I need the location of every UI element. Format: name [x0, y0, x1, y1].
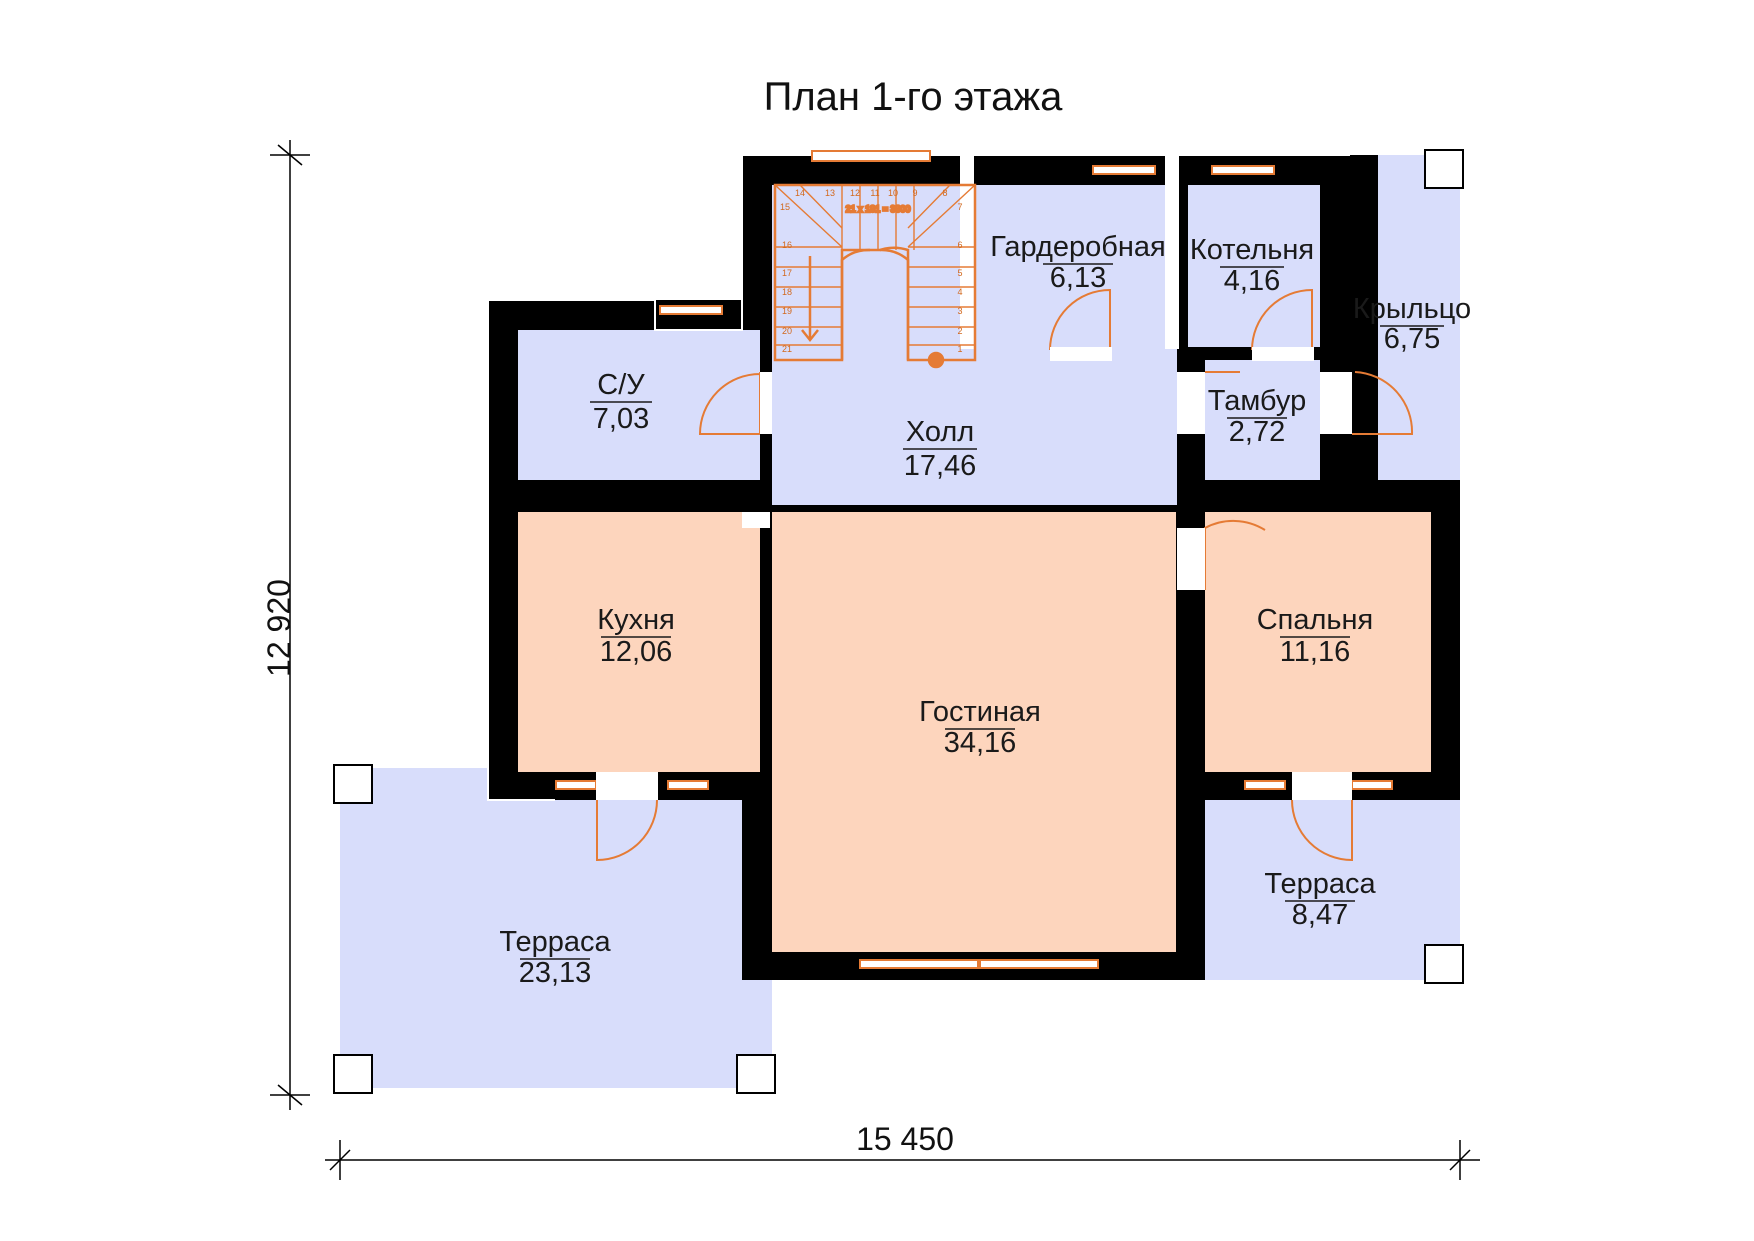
stair-start-marker	[927, 351, 945, 369]
stair-step-13: 13	[825, 188, 835, 198]
stair-step-17: 17	[782, 268, 792, 278]
stair-step-5: 5	[957, 268, 962, 278]
dimension-width: 15 450	[856, 1121, 954, 1157]
boiler-name: Котельня	[1190, 234, 1314, 266]
living-interior	[772, 512, 1176, 952]
stair-step-1: 1	[957, 344, 962, 354]
terrace-small-name: Терраса	[1264, 868, 1376, 900]
window-stair	[811, 150, 931, 162]
tambur-area: 2,72	[1229, 416, 1285, 448]
cold-zones	[340, 155, 1460, 1088]
stair-step-21: 21	[782, 344, 792, 354]
door-kitchen	[596, 799, 658, 862]
porch-name: Крыльцо	[1353, 293, 1471, 325]
su-area: 7,03	[593, 403, 649, 435]
kitchen-interior	[518, 512, 760, 772]
boiler-interior	[1188, 185, 1320, 347]
window-kitchen-1	[555, 780, 597, 790]
window-boiler	[1211, 165, 1275, 175]
stair-step-8: 8	[942, 188, 947, 198]
stair-step-7: 7	[957, 202, 962, 212]
stair-step-16: 16	[782, 240, 792, 250]
stair-step-15: 15	[780, 202, 790, 212]
dimension-horizontal	[325, 1140, 1480, 1180]
su-name: С/У	[597, 369, 645, 401]
stair-step-14: 14	[795, 188, 805, 198]
stair-formula: 21 x 181 = 3800	[846, 204, 911, 214]
door-tambur-porch	[1352, 371, 1414, 435]
stair-step-18: 18	[782, 287, 792, 297]
wardrobe-interior	[980, 185, 1177, 347]
window-living-1	[859, 959, 979, 969]
stair-step-2: 2	[957, 326, 962, 336]
bedroom-interior	[1205, 512, 1431, 772]
plan-title: План 1-го этажа	[764, 75, 1064, 119]
tambur-name: Тамбур	[1208, 385, 1306, 417]
stair-step-19: 19	[782, 306, 792, 316]
boiler-area: 4,16	[1224, 265, 1280, 297]
dimension-vertical	[270, 140, 310, 1110]
stair-step-4: 4	[957, 287, 962, 297]
wall-white-gaps	[742, 155, 1179, 528]
dimension-height: 12 920	[261, 579, 297, 677]
column-terrace-big-top-left	[333, 764, 373, 804]
wardrobe-area: 6,13	[1050, 262, 1106, 294]
stair-inner	[840, 248, 910, 360]
door-wardrobe	[1049, 288, 1111, 351]
window-su	[659, 305, 723, 315]
terrace-small-area	[1205, 800, 1460, 980]
wardrobe-name: Гардеробная	[990, 231, 1165, 263]
column-terrace-small	[1424, 944, 1464, 984]
hall-name: Холл	[906, 416, 974, 448]
window-bedroom-2	[1351, 780, 1393, 790]
terrace-small-area-text: 8,47	[1292, 899, 1348, 931]
kitchen-name: Кухня	[597, 604, 675, 636]
stair-step-12: 12	[850, 188, 860, 198]
stair-step-6: 6	[957, 240, 962, 250]
stair-numbers: 1 2 3 4 5 6 7 8 9 10 11 12 13 14 15 16 1…	[780, 188, 963, 354]
bedroom-name: Спальня	[1257, 604, 1374, 636]
windows	[555, 150, 1393, 969]
column-terrace-big-bottom-left	[333, 1054, 373, 1094]
door-bedroom	[1204, 519, 1266, 590]
room-labels: С/У 7,03 Холл 17,46 Гардеробная 6,13 Кот…	[499, 231, 1471, 989]
porch-area-text: 6,75	[1384, 323, 1440, 355]
terrace-big-name: Терраса	[499, 926, 611, 958]
stair-treads	[774, 184, 976, 346]
su-interior	[518, 330, 760, 480]
terrace-big-area	[340, 768, 772, 1088]
terrace-big-area-text: 23,13	[519, 957, 592, 989]
stair-step-3: 3	[957, 306, 962, 316]
column-terrace-big-bottom-right	[736, 1054, 776, 1094]
window-living-2	[979, 959, 1099, 969]
bedroom-area: 11,16	[1280, 636, 1350, 668]
stair-step-9: 9	[912, 188, 917, 198]
window-bedroom-1	[1244, 780, 1286, 790]
columns	[333, 149, 1464, 1094]
window-kitchen-2	[667, 780, 709, 790]
window-wardrobe	[1092, 165, 1156, 175]
tambur-interior	[1205, 360, 1320, 480]
door-terrace-small	[1291, 799, 1353, 862]
door-boiler	[1251, 288, 1313, 351]
column-porch	[1424, 149, 1464, 189]
living-name: Гостиная	[919, 696, 1041, 728]
hall-area: 17,46	[904, 450, 977, 482]
door-openings	[596, 347, 1352, 800]
staircase: 21 x 181 = 3800	[773, 183, 977, 369]
stair-arrowhead	[801, 329, 819, 343]
living-area: 34,16	[944, 727, 1017, 759]
stair-step-10: 10	[888, 188, 898, 198]
stair-step-20: 20	[782, 326, 792, 336]
stair-step-11: 11	[870, 188, 879, 198]
kitchen-area: 12,06	[600, 636, 673, 668]
